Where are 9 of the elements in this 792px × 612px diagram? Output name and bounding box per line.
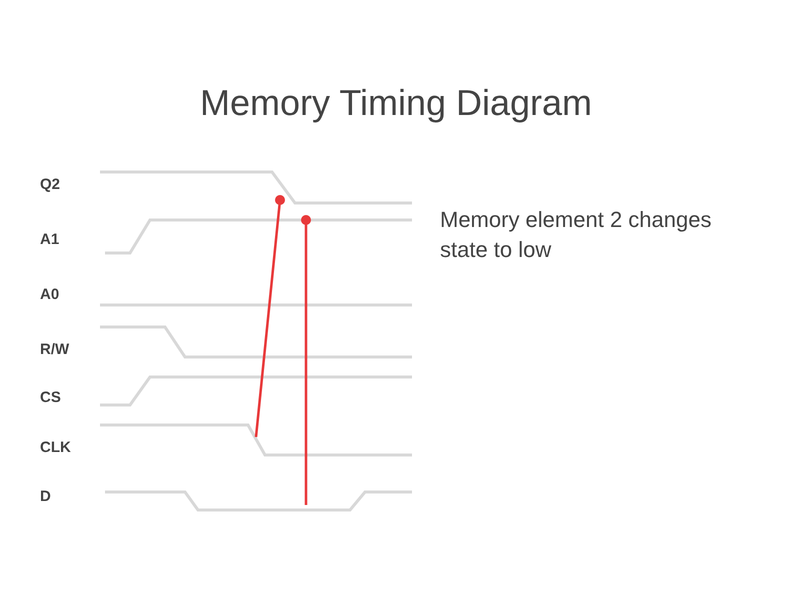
title: Memory Timing Diagram (198, 82, 594, 124)
signal-label: A1 (40, 231, 60, 248)
signal-label: R/W (40, 341, 70, 358)
signal-label: D (40, 488, 51, 505)
signal-label: CLK (40, 439, 71, 456)
annotation-text: Memory element 2 changes state to low (440, 206, 712, 264)
signal-label: Q2 (40, 176, 60, 193)
signal-label: A0 (40, 286, 60, 303)
signal-label: CS (40, 389, 61, 406)
